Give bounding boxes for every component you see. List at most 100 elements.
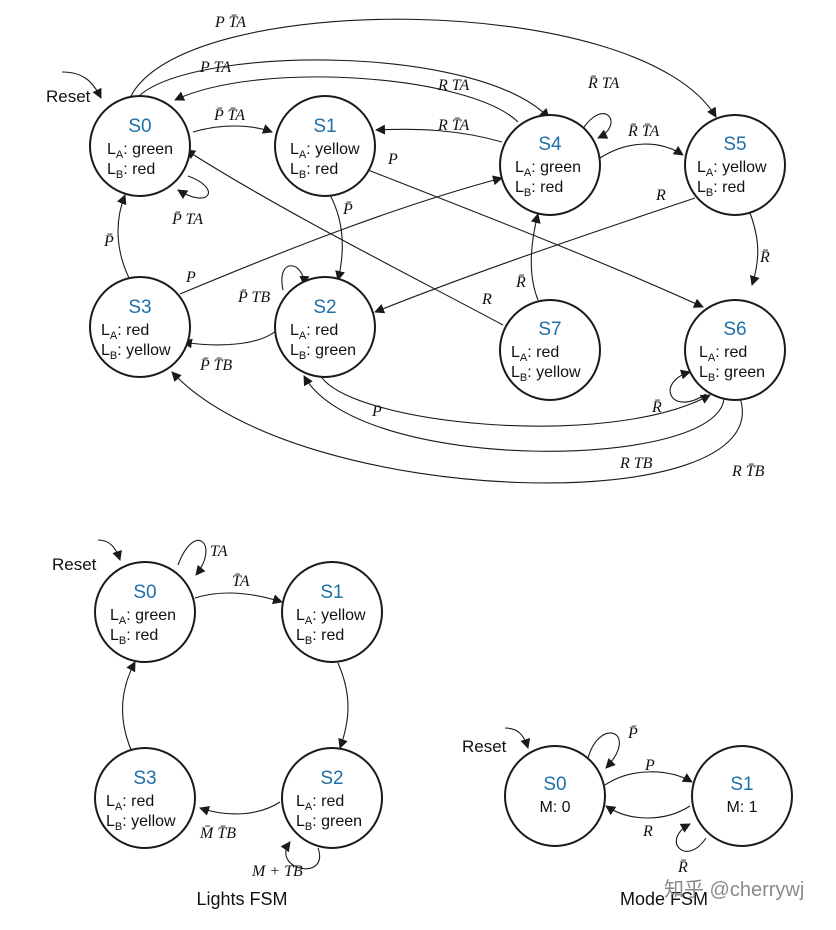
edge-s6-s3 xyxy=(171,371,743,484)
state-s3: S3 LA: red LB: yellow xyxy=(94,747,196,849)
edge-label: R xyxy=(481,291,492,308)
edge-label: P̄ TA xyxy=(171,211,203,228)
edge-s1-s2 xyxy=(337,662,349,749)
edge-label: R̄ xyxy=(677,859,688,876)
state-light-a: LA: green xyxy=(110,607,176,627)
state-name: S6 xyxy=(723,319,746,340)
state-name: S0 xyxy=(128,116,151,137)
state-name: S0 xyxy=(133,582,156,603)
state-light-b: LB: yellow xyxy=(106,813,176,833)
edge-label: TA xyxy=(210,543,228,560)
state-s6-circle xyxy=(684,299,786,401)
state-s1: S1 LA: yellow LB: red xyxy=(274,95,376,197)
edge-label: P xyxy=(387,151,398,168)
edge-s2-s3 xyxy=(199,801,281,816)
state-s1-circle xyxy=(281,561,383,663)
state-light-a: LA: yellow xyxy=(290,141,360,161)
state-name: S3 xyxy=(128,297,151,318)
edge-label: P̄ xyxy=(627,725,638,742)
edge-s0-s4 xyxy=(139,59,550,119)
state-light-a: LA: green xyxy=(107,141,173,161)
edge-label: R̄ xyxy=(759,249,770,266)
state-s2-circle xyxy=(274,276,376,378)
state-light-a: LA: yellow xyxy=(697,159,767,179)
edge-label: P̄ xyxy=(103,233,114,250)
edge-label: M + TB xyxy=(251,863,303,880)
edge-label: R̄ xyxy=(515,274,526,291)
edge-s7-s0 xyxy=(185,149,504,326)
combined-fsm-states: S0 LA: green LB: red S1 LA: yellow LB: r… xyxy=(89,95,786,401)
edge-label: P̄ T̄B xyxy=(199,357,232,374)
state-name: S5 xyxy=(723,134,746,155)
reset-label: Reset xyxy=(462,737,507,756)
state-light-b: LB: green xyxy=(296,813,362,833)
mode-fsm-caption: Mode FSM xyxy=(620,889,708,909)
state-name: S7 xyxy=(538,319,561,340)
mode-fsm: S0 M: 0 S1 M: 1 Reset P̄ P R R̄ Mode FSM xyxy=(462,725,793,909)
state-s7: S7 LA: red LB: yellow xyxy=(499,299,601,401)
edge-label: R̄ TA xyxy=(587,75,619,92)
reset-label: Reset xyxy=(52,555,97,574)
state-s1: S1 LA: yellow LB: red xyxy=(281,561,383,663)
edge-label: R T̄A xyxy=(437,117,469,134)
state-light-b: LB: green xyxy=(290,342,356,362)
state-s1-circle xyxy=(274,95,376,197)
state-s3: S3 LA: red LB: yellow xyxy=(89,276,191,378)
edge-label: P TA xyxy=(199,59,231,76)
mode-state-s0-circle xyxy=(504,745,606,847)
edge-s4-s4-loop xyxy=(581,113,612,139)
lights-fsm: S0 LA: green LB: red S1 LA: yellow LB: r… xyxy=(52,539,383,909)
edge-s2-s2-loop xyxy=(281,265,310,291)
state-s0: S0 LA: green LB: red xyxy=(94,561,196,663)
edge-label: R TB xyxy=(619,455,653,472)
edge-label: T̄A xyxy=(232,573,250,590)
mode-state-s1-circle xyxy=(691,745,793,847)
mode-state-s1: S1 M: 1 xyxy=(691,745,793,847)
edge-s0-s1 xyxy=(604,771,693,786)
edge-reset-s0 xyxy=(61,71,102,99)
edge-s2-s2-loop xyxy=(280,841,321,870)
edge-s5-s6 xyxy=(749,212,760,286)
state-name: S3 xyxy=(133,768,156,789)
edge-label: M̄ T̄B xyxy=(199,825,236,842)
edge-s4-s5 xyxy=(599,143,684,159)
state-mode-value: M: 1 xyxy=(726,799,757,816)
state-mode-value: M: 0 xyxy=(539,799,570,816)
edge-label: R̄ T̄A xyxy=(627,123,659,140)
state-s5-circle xyxy=(684,114,786,216)
reset-label: Reset xyxy=(46,87,91,106)
edge-s7-s4 xyxy=(530,213,541,301)
edge-reset-s0 xyxy=(97,539,122,561)
state-s4: S4 LA: green LB: red xyxy=(499,114,601,216)
state-s2-circle xyxy=(281,747,383,849)
state-s7-circle xyxy=(499,299,601,401)
state-s2: S2 LA: red LB: green xyxy=(281,747,383,849)
state-light-b: LB: green xyxy=(699,364,765,384)
state-name: S2 xyxy=(320,768,343,789)
watermark-text: 知乎 @cherrywj xyxy=(664,878,804,901)
edge-s1-s2 xyxy=(329,194,345,281)
edge-s4-s1 xyxy=(375,124,503,143)
state-name: S1 xyxy=(320,582,343,603)
edge-s6-s2 xyxy=(303,375,725,452)
edge-label: R TA xyxy=(437,77,469,94)
edge-label: R̄ xyxy=(651,399,662,416)
edge-label: P xyxy=(644,757,655,774)
state-light-a: LA: red xyxy=(699,344,747,364)
edge-s4-s0 xyxy=(174,76,519,123)
edge-s0-s0-loop xyxy=(177,175,209,200)
state-s0: S0 LA: green LB: red xyxy=(89,95,191,197)
combined-fsm-labels: Reset P T̄A P TA R TA R̄ TA P̄ T̄A R T̄A… xyxy=(46,14,770,480)
state-light-b: LB: red xyxy=(296,627,344,647)
edge-s6-s6-loop xyxy=(669,369,707,403)
edge-s5-s2 xyxy=(374,197,696,314)
edge-s2-s3 xyxy=(182,329,278,349)
state-name: S1 xyxy=(730,774,753,795)
state-s0-circle xyxy=(89,95,191,197)
edge-label: R xyxy=(655,187,666,204)
edge-label: P xyxy=(371,403,382,420)
state-name: S2 xyxy=(313,297,336,318)
edge-s3-s4 xyxy=(179,175,503,295)
state-s3-circle xyxy=(89,276,191,378)
